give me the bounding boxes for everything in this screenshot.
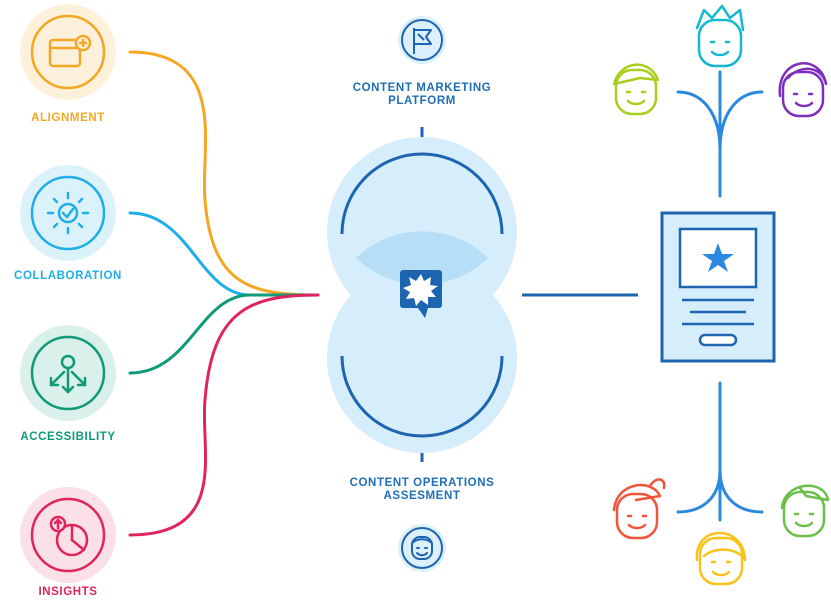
content-operations-assesment-label: CONTENT OPERATIONS ASSESMENT <box>349 477 495 502</box>
star-document-icon <box>660 211 776 363</box>
accessibility-connector <box>128 293 320 375</box>
accessibility-node <box>20 325 116 421</box>
venn-overlap <box>356 231 488 285</box>
right-tree-lines <box>676 70 764 522</box>
orange-face-icon <box>612 478 666 540</box>
collaboration-label: COLLABORATION <box>14 270 122 282</box>
speech-bubble-burst-icon <box>400 270 442 318</box>
browser-window-plus-icon <box>48 34 92 68</box>
face-icon <box>398 524 446 572</box>
upper-arc <box>340 152 504 235</box>
sun-checkmark-icon <box>46 191 90 235</box>
connector-lines <box>128 50 320 537</box>
yellow-face-icon <box>695 531 747 586</box>
lime-face-icon <box>612 63 660 116</box>
alignment-node <box>20 4 116 100</box>
pie-chart-arrow-icon <box>49 515 89 557</box>
insights-label: INSIGHTS <box>38 586 98 598</box>
purple-face-icon <box>778 62 828 118</box>
flag-icon <box>398 16 446 64</box>
collaboration-node <box>20 165 116 261</box>
content-marketing-platform-label: CONTENT MARKETING PLATFORM <box>352 82 492 107</box>
green-face-icon <box>780 484 830 538</box>
insights-connector <box>128 293 320 537</box>
collaboration-connector <box>128 211 320 297</box>
alignment-connector <box>128 50 320 297</box>
alignment-label: ALIGNMENT <box>31 112 105 124</box>
cyan-face-icon <box>695 4 745 68</box>
three-arrows-icon <box>49 354 87 394</box>
accessibility-label: ACCESSIBILITY <box>20 431 116 443</box>
center-hub <box>327 127 638 462</box>
lower-arc <box>340 355 504 438</box>
insights-node <box>20 487 116 583</box>
